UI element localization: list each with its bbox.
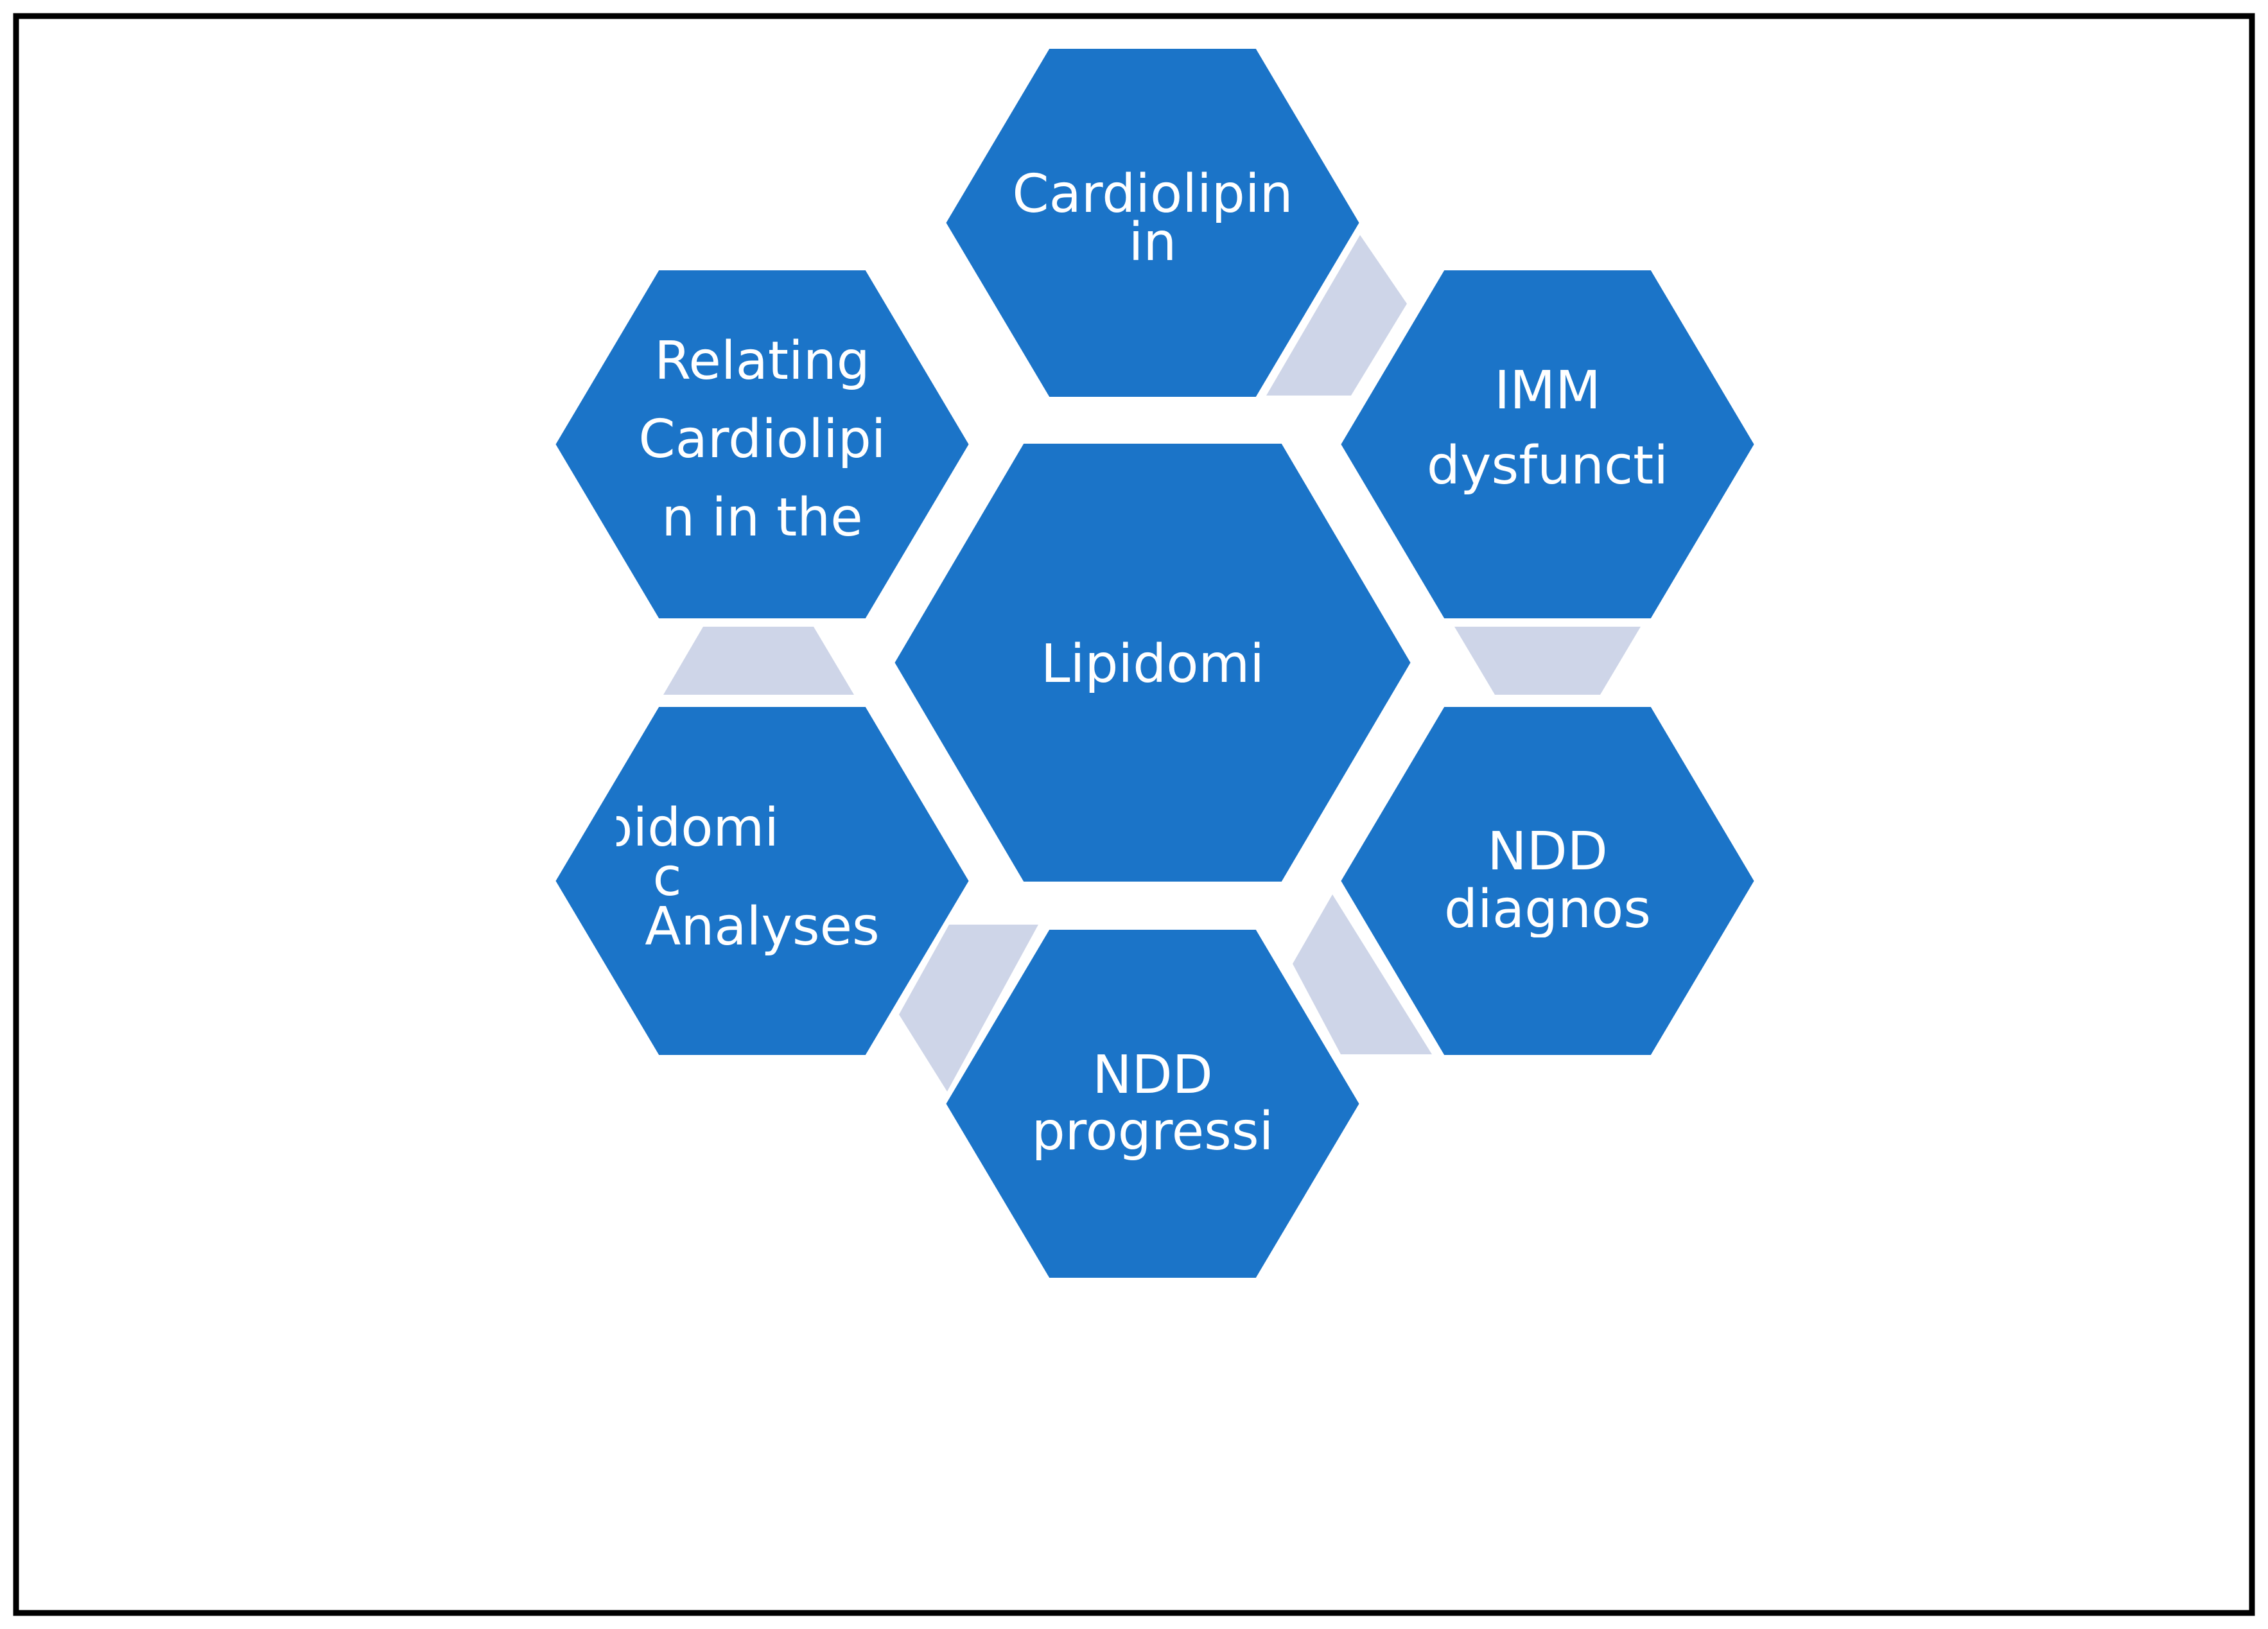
hexagon-group: LipidomiCardiolipininIMMdysfunctiNDDdiag… — [551, 45, 1759, 1282]
connector-cardiolipin-imm — [1266, 235, 1407, 396]
connector-lipidomic-analyses-relating — [663, 627, 854, 695]
hexagon-shape-center — [890, 440, 1415, 885]
hexagon-shape-lipidomic-analyses — [551, 703, 973, 1059]
hexagon-label-line: NDD — [1092, 1045, 1213, 1106]
hexagon-label-line: in — [1129, 212, 1177, 273]
connector-ndd-progression-lipidomic-analyses — [899, 925, 1038, 1092]
hexagon-label-imm: IMM dysfuncti — [1427, 360, 1668, 496]
hexagon-shape-ndd-diagnosis — [1336, 703, 1759, 1059]
hexagon-imm: IMM dysfuncti — [1336, 266, 1759, 622]
hexagon-label-line: Cardiolipi — [638, 409, 885, 470]
hexagon-label-line: Lipidomi — [555, 797, 779, 858]
hexagon-shape-imm — [1336, 266, 1759, 622]
hexagon-shape-ndd-progression — [941, 926, 1364, 1282]
hexagon-label-line: Analyses — [645, 896, 880, 957]
hexagon-label-line: Relating — [654, 331, 870, 392]
hexagon-label-line: progressi — [1032, 1101, 1274, 1162]
hexagon-shape-cardiolipin — [941, 45, 1364, 401]
hexagon-shape-relating — [551, 266, 973, 622]
connector-ndd-diagnosis-ndd-progression — [1293, 894, 1432, 1054]
hexagon-label-line: Lipidomi — [1041, 634, 1264, 695]
hexagon-label-line: Cardiolipin — [1012, 164, 1293, 225]
hexagon-label-line: n in the — [661, 487, 862, 548]
connector-group — [663, 235, 1641, 1092]
hexagon-label-line: IMM — [1494, 360, 1601, 421]
connector-imm-ndd-diagnosis — [1454, 627, 1641, 695]
hexagon-label-line: dysfuncti — [1427, 435, 1668, 496]
hexagon-label-line: NDD — [1487, 821, 1608, 882]
hexagon-center: Lipidomi — [890, 440, 1415, 885]
hexagon-label-line: diagnos — [1444, 879, 1651, 940]
hexagon-label-center: Lipidomi — [1041, 634, 1264, 695]
hexagon-label-line: c — [652, 847, 681, 908]
